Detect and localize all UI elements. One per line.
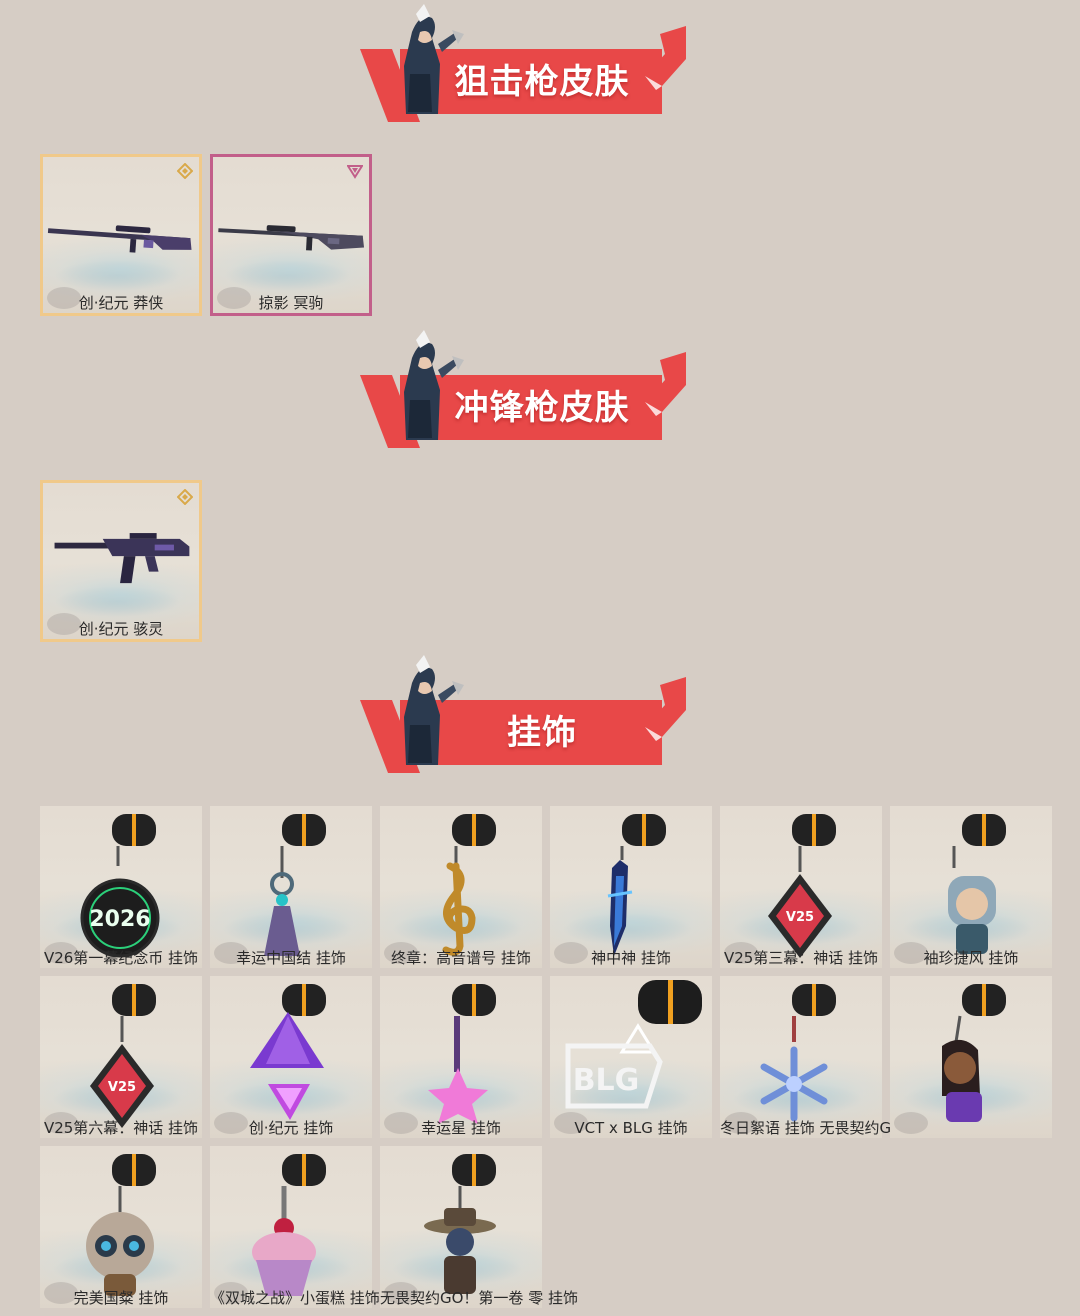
item-tile[interactable]: 创·纪元 挂饰 bbox=[210, 976, 372, 1138]
item-tile[interactable]: 创·纪元 骇灵 bbox=[40, 480, 202, 642]
blade-charm-icon bbox=[607, 814, 666, 956]
item-tile[interactable]: 终章：高音谱号 挂饰 bbox=[380, 806, 542, 968]
section-title: 狙击枪皮肤 bbox=[454, 62, 630, 102]
agent-figure-icon bbox=[404, 330, 464, 440]
item-tile[interactable]: 无畏契约GO！第一卷 零 挂饰 bbox=[380, 1146, 578, 1308]
item-label: 掠影 冥驹 bbox=[258, 294, 324, 312]
agent-charm-icon bbox=[424, 1154, 496, 1294]
diamond-charm-icon: V25 bbox=[768, 814, 836, 958]
star-charm-icon bbox=[428, 984, 496, 1124]
doll-charm-icon bbox=[86, 1154, 156, 1296]
coin-charm-icon: 2026 bbox=[80, 814, 160, 958]
svg-text:V25: V25 bbox=[108, 1080, 136, 1095]
item-label: 幸运星 挂饰 bbox=[421, 1119, 501, 1137]
item-label: V26第一幕纪念币 挂饰 bbox=[43, 949, 199, 967]
blg-logo-charm-icon: BLG bbox=[565, 980, 702, 1109]
item-tile[interactable] bbox=[890, 976, 1052, 1138]
banner-graphic bbox=[360, 330, 686, 448]
svg-text:BLG: BLG bbox=[573, 1063, 640, 1098]
item-tile[interactable]: V25 V25第三幕：神话 挂饰 bbox=[720, 806, 882, 968]
svg-text:V25: V25 bbox=[786, 910, 814, 925]
svg-text:2026: 2026 bbox=[89, 907, 150, 932]
item-label: 袖珍捷风 挂饰 bbox=[923, 949, 1019, 967]
sniper-rifle-icon bbox=[47, 225, 192, 253]
section-title: 挂饰 bbox=[507, 713, 577, 753]
item-label: V25第六幕：神话 挂饰 bbox=[43, 1119, 199, 1137]
section-banner-charms: 挂饰 bbox=[360, 655, 690, 773]
section-banner-sniper: 狙击枪皮肤 bbox=[360, 4, 690, 122]
item-tile[interactable]: 完美国粲 挂饰 bbox=[40, 1146, 202, 1308]
item-tile[interactable]: 袖珍捷风 挂饰 bbox=[890, 806, 1052, 968]
banner-graphic bbox=[360, 4, 686, 122]
item-label: 《双城之战》小蛋糕 挂饰 bbox=[210, 1289, 380, 1307]
section-title: 冲锋枪皮肤 bbox=[454, 388, 630, 428]
cupcake-charm-icon bbox=[252, 1154, 326, 1296]
diamond-charm-icon: V25 bbox=[90, 984, 156, 1128]
treble-clef-charm-icon bbox=[442, 814, 496, 956]
prism-charm-icon bbox=[250, 984, 326, 1120]
item-tile[interactable]: BLG VCT x BLG 挂饰 bbox=[550, 976, 712, 1138]
item-label: 神中神 挂饰 bbox=[591, 949, 671, 967]
rarity-pink-icon bbox=[347, 165, 363, 179]
item-tile[interactable]: 幸运中国结 挂饰 bbox=[210, 806, 372, 968]
item-tile[interactable]: 《双城之战》小蛋糕 挂饰 bbox=[210, 1146, 380, 1308]
item-label: 创·纪元 挂饰 bbox=[248, 1119, 334, 1137]
item-tile[interactable]: 掠影 冥驹 bbox=[210, 154, 372, 316]
rarity-gold-icon bbox=[177, 489, 193, 505]
item-label: 幸运中国结 挂饰 bbox=[236, 949, 346, 967]
agent-charm-icon bbox=[942, 984, 1006, 1122]
item-tile[interactable]: 幸运星 挂饰 bbox=[380, 976, 542, 1138]
item-label: 无畏契约GO！第一卷 零 挂饰 bbox=[380, 1289, 578, 1307]
section-banner-smg: 冲锋枪皮肤 bbox=[360, 330, 690, 448]
item-label: VCT x BLG 挂饰 bbox=[574, 1119, 688, 1137]
item-label: 创·纪元 骇灵 bbox=[78, 620, 164, 638]
rarity-gold-icon bbox=[177, 163, 193, 179]
item-label: 终章：高音谱号 挂饰 bbox=[391, 949, 531, 967]
item-tile[interactable]: 冬日絮语 挂饰 无畏契约GO！第一卷 芮娜 挂饰 bbox=[720, 976, 1033, 1138]
item-label bbox=[890, 1118, 1052, 1138]
item-label: 创·纪元 莽侠 bbox=[78, 294, 164, 312]
item-tile[interactable]: 创·纪元 莽侠 bbox=[40, 154, 202, 316]
agent-figure-icon bbox=[404, 4, 464, 114]
item-label: 完美国粲 挂饰 bbox=[73, 1289, 169, 1307]
item-tile[interactable]: 神中神 挂饰 bbox=[550, 806, 712, 968]
item-label: 冬日絮语 挂饰 无畏契约GO！第一卷 芮娜 挂饰 bbox=[720, 1119, 1033, 1137]
item-label: V25第三幕：神话 挂饰 bbox=[723, 949, 879, 967]
agent-figure-icon bbox=[404, 655, 464, 765]
agent-charm-icon bbox=[948, 814, 1006, 954]
smg-icon bbox=[54, 533, 190, 584]
item-tile[interactable]: 2026 V26第一幕纪念币 挂饰 bbox=[40, 806, 202, 968]
banner-graphic bbox=[360, 655, 686, 773]
snowflake-charm-icon bbox=[760, 984, 836, 1122]
sniper-rifle-icon bbox=[218, 225, 365, 251]
knot-charm-icon bbox=[264, 814, 326, 956]
item-tile[interactable]: V25 V25第六幕：神话 挂饰 bbox=[40, 976, 202, 1138]
